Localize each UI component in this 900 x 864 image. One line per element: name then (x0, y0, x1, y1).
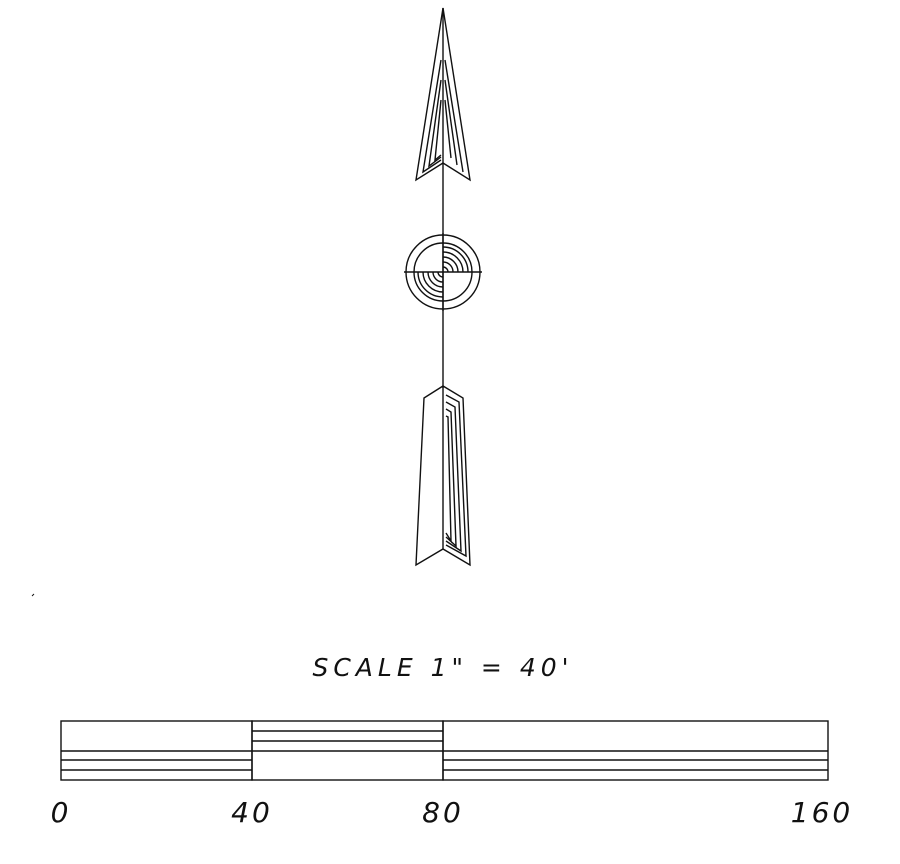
tick-label-160: 160 (791, 796, 853, 829)
scale-segment-40-80 (251, 720, 444, 781)
tick-label-40: 40 (231, 796, 273, 829)
scale-segment-80-160 (442, 720, 829, 781)
circle-quadrant-target-icon (404, 233, 482, 311)
scale-segment-0-40 (60, 720, 253, 781)
scale-tick-labels: 0 40 80 160 (51, 796, 853, 829)
arrowhead-up-icon (415, 7, 471, 182)
scale-bar (60, 720, 829, 781)
arrow-tail-feather-icon (415, 385, 471, 567)
tick-label-80: 80 (422, 796, 464, 829)
stray-mark (31, 593, 35, 597)
north-arrow (404, 7, 482, 567)
scale-title: SCALE 1" = 40' (312, 653, 573, 682)
tick-label-0: 0 (51, 796, 72, 829)
